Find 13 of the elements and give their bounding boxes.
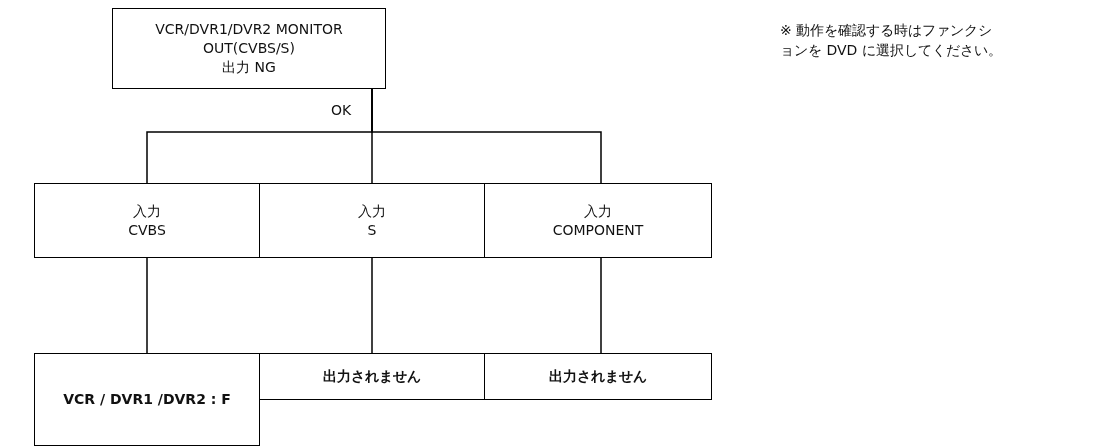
connector-line <box>146 257 148 354</box>
connector-line <box>371 257 373 354</box>
edge-label: OK <box>328 102 354 118</box>
connector-line <box>371 88 602 184</box>
process-box: 出力されません <box>484 353 712 400</box>
process-box: 入力 S <box>259 183 485 258</box>
process-box: 出力されません <box>259 353 485 400</box>
process-box: VCR / DVR1 /DVR2 : F <box>34 353 260 446</box>
connector-line <box>600 257 602 354</box>
process-box: VCR/DVR1/DVR2 MONITOR OUT(CVBS/S) 出力 NG <box>112 8 386 89</box>
process-box: 入力 COMPONENT <box>484 183 712 258</box>
process-box: 入力 CVBS <box>34 183 260 258</box>
note-text: ※ 動作を確認する時はファンクションを DVD に選択してください。 <box>780 21 1003 60</box>
